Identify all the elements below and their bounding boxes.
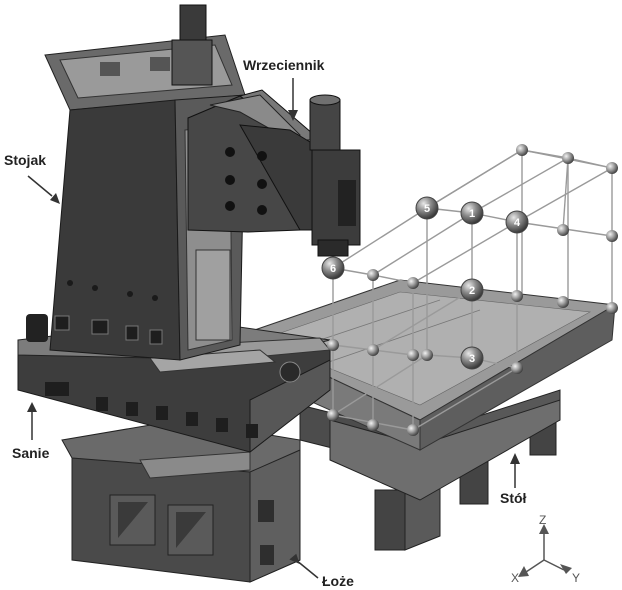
axis-z-label: Z [539, 513, 546, 527]
svg-text:4: 4 [514, 217, 521, 229]
measurement-point-5: 5 [415, 196, 439, 220]
spindle-head [187, 89, 361, 257]
grid-nodes [327, 144, 618, 436]
svg-text:5: 5 [424, 203, 430, 215]
callout-spindle-head: Wrzeciennik [243, 57, 325, 121]
measurement-point-1: 1 [460, 201, 484, 225]
measurement-point-2: 2 [460, 278, 484, 302]
axis-y-label: Y [572, 571, 580, 585]
callout-table: Stół [500, 453, 527, 506]
measurement-point-3: 3 [460, 346, 484, 370]
bed [61, 419, 301, 583]
svg-text:3: 3 [469, 353, 475, 365]
svg-text:Stojak: Stojak [4, 152, 46, 168]
callout-column: Stojak [4, 152, 60, 204]
svg-text:Wrzeciennik: Wrzeciennik [243, 57, 325, 73]
measurement-point-4: 4 [505, 210, 529, 234]
measurement-point-6: 6 [321, 256, 345, 280]
svg-text:Łoże: Łoże [322, 573, 354, 589]
callout-saddle: Sanie [12, 402, 50, 461]
svg-text:6: 6 [330, 263, 336, 275]
axis-triad: Z X Y [511, 513, 580, 585]
svg-text:2: 2 [469, 285, 475, 297]
svg-text:Stół: Stół [500, 490, 527, 506]
svg-text:1: 1 [469, 208, 475, 220]
axis-x-label: X [511, 571, 519, 585]
callout-bed: Łoże [289, 553, 354, 589]
svg-text:Sanie: Sanie [12, 445, 50, 461]
